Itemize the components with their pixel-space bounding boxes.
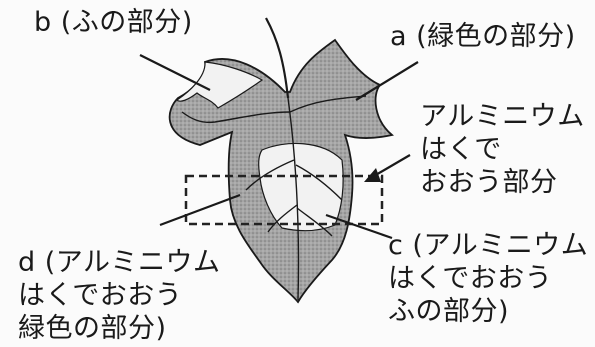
pointer-a xyxy=(355,61,419,101)
label-b: b (ふの部分) xyxy=(34,7,193,38)
label-c: c (アルミニウム はくでおおう ふの部分) xyxy=(388,230,589,327)
pointer-lines xyxy=(139,54,419,240)
pointer-d xyxy=(159,193,241,227)
arrowhead-foil xyxy=(364,168,381,182)
foil-cover-box xyxy=(184,174,384,226)
leaf-stem xyxy=(265,17,290,99)
pointer-c xyxy=(325,213,393,240)
leaf-veins xyxy=(181,95,367,301)
pointer-foil xyxy=(373,154,411,177)
pointer-b xyxy=(139,54,211,91)
label-d: d (アルミニウム はくでおおう 緑色の部分) xyxy=(18,247,221,344)
leaf-variegated-upper xyxy=(176,61,264,109)
label-foil-cover: アルミニウム はくで おおう部分 xyxy=(420,101,585,198)
label-a: a (緑色の部分) xyxy=(390,21,576,52)
leaf-variegated-center xyxy=(258,142,344,232)
